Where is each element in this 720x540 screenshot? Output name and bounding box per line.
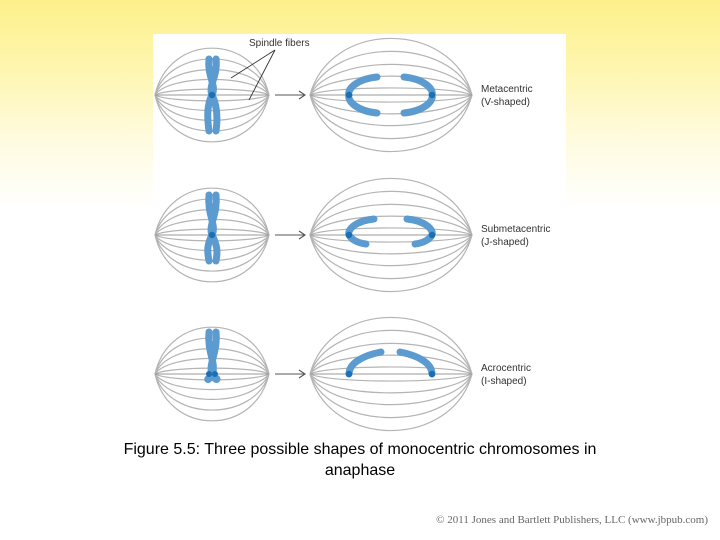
anaphase-chromosomes-row-1 [345,73,436,117]
chromosome-anaphase-diagram: Spindle fibers Metacentric (V-shaped) Su… [154,38,550,431]
spindle-fiber [309,234,473,255]
spindle-fiber [309,354,473,375]
spindle-fiber [309,317,473,375]
centromere [208,231,216,239]
spindle-fiber [309,38,473,96]
spindle-fiber [154,234,270,272]
chromosome-right [403,215,436,248]
spindle-fiber [309,234,473,243]
spindle-fiber [309,342,473,375]
spindle-fiber [309,373,473,394]
spindle-fiber [309,94,473,103]
spindle-fiber [154,94,270,112]
spindle-fiber [309,366,473,375]
metaphase-chromosome-row-2 [204,191,221,265]
spindle-fiber [309,373,473,431]
row-3-name: Acrocentric [481,363,531,374]
arrow-head [298,230,306,240]
spindle-fiber [154,326,270,375]
centromere [206,371,212,377]
spindle-anaphase-row-3 [309,317,473,431]
arrow-head [298,369,306,379]
spindle-fiber [309,373,473,382]
spindle-fiber [154,94,270,143]
centromere [212,371,218,377]
spindle-fiber [154,94,270,121]
spindle-fiber [154,373,270,391]
centromere [345,231,353,239]
centromere [428,231,436,239]
spindle-fiber [154,373,270,400]
copyright-notice: © 2011 Jones and Bartlett Publishers, LL… [436,514,708,526]
arrow-row-3 [275,369,306,379]
spindle-fiber [309,234,473,292]
spindle-fiber [309,190,473,236]
centromere [345,91,353,99]
centromere [208,91,216,99]
anaphase-chromosomes-row-2 [345,215,436,248]
spindle-fiber [309,94,473,152]
caption-line-2: anaphase [324,462,396,479]
spindle-fiber [309,234,473,280]
chromosome-left [345,215,378,248]
chromosome-right [396,348,436,378]
centromere [428,91,436,99]
spindle-fiber [309,373,473,406]
spindle-fiber [309,63,473,96]
anaphase-chromosomes-row-3 [345,348,436,378]
row-3-shape: (I-shaped) [481,376,527,387]
spindle-fibers-label: Spindle fibers [249,38,310,49]
spindle-fiber [309,94,473,140]
chromosome-left [345,348,385,378]
spindle-anaphase-row-2 [309,178,473,292]
spindle-fiber [309,234,473,267]
spindle-fiber [154,373,270,422]
spindle-fiber [309,50,473,96]
spindle-fiber [309,329,473,375]
spindle-fiber [309,178,473,236]
arrow-head [298,90,306,100]
pointer-line [230,49,276,79]
row-2-shape: (J-shaped) [481,237,529,248]
arrow-row-1 [275,90,306,100]
spindle-fiber [309,373,473,419]
metaphase-chromosome-row-3 [204,328,221,383]
figure-panel: Spindle fibers Metacentric (V-shaped) Su… [153,34,566,434]
spindle-fiber [309,94,473,127]
spindle-fiber [309,227,473,236]
spindle-fiber [309,94,473,115]
row-1-shape: (V-shaped) [481,97,530,108]
spindle-fiber [154,234,270,252]
spindle-fiber [309,215,473,236]
row-2-name: Submetacentric [481,224,550,235]
spindle-fiber [309,75,473,96]
spindle-fiber [154,373,270,411]
metaphase-chromosome-row-1 [204,55,221,135]
pointer-line [248,49,276,101]
centromere [345,370,353,378]
spindle-fiber [309,203,473,236]
caption-line-1: Figure 5.5: Three possible shapes of mon… [123,441,597,458]
figure-caption: Figure 5.5: Three possible shapes of mon… [60,439,660,481]
spindle-fiber [154,234,270,283]
spindle-fiber [154,47,270,96]
arrow-row-2 [275,230,306,240]
row-1-name: Metacentric [481,84,533,95]
centromere [428,370,436,378]
spindle-fiber [309,87,473,96]
spindle-fiber [154,187,270,236]
chromatid [208,231,221,265]
spindle-anaphase-row-1 [309,38,473,152]
spindle-fibers-pointer [230,49,276,101]
chromatid [208,91,221,135]
